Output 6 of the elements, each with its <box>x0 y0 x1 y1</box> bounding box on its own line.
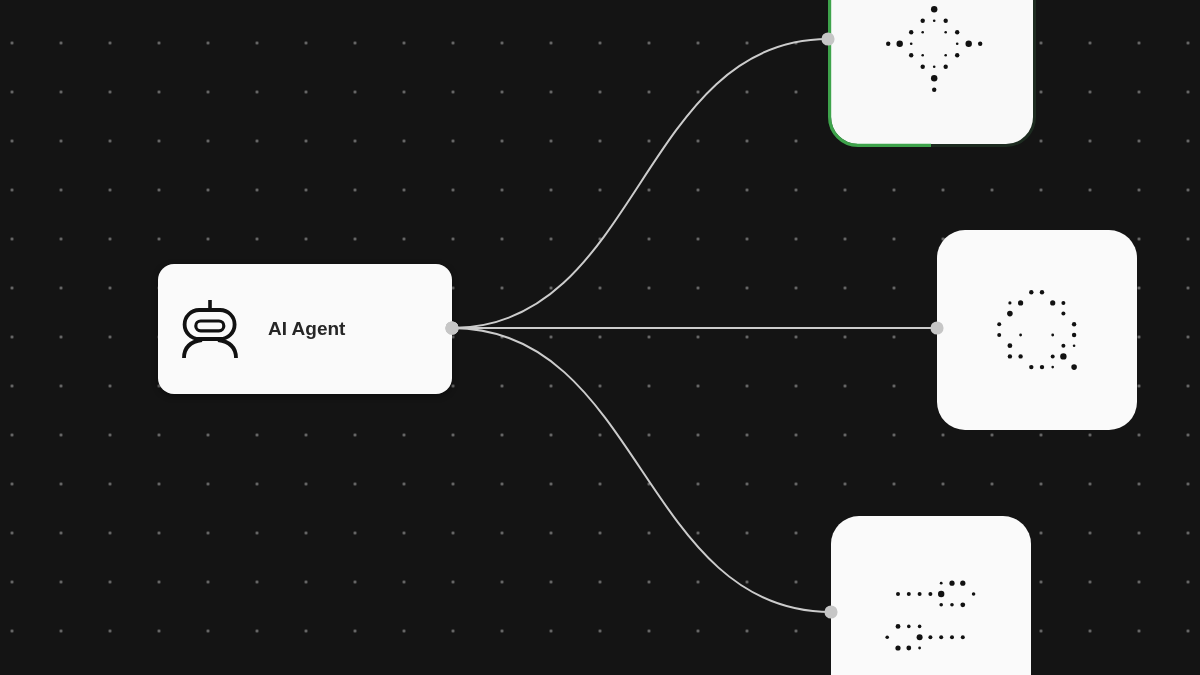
node-card <box>831 516 1031 675</box>
connector <box>445 321 838 619</box>
node-label: AI Agent <box>268 317 346 341</box>
node-card <box>828 0 1036 147</box>
node-card <box>158 264 452 394</box>
node-card <box>937 230 1137 430</box>
